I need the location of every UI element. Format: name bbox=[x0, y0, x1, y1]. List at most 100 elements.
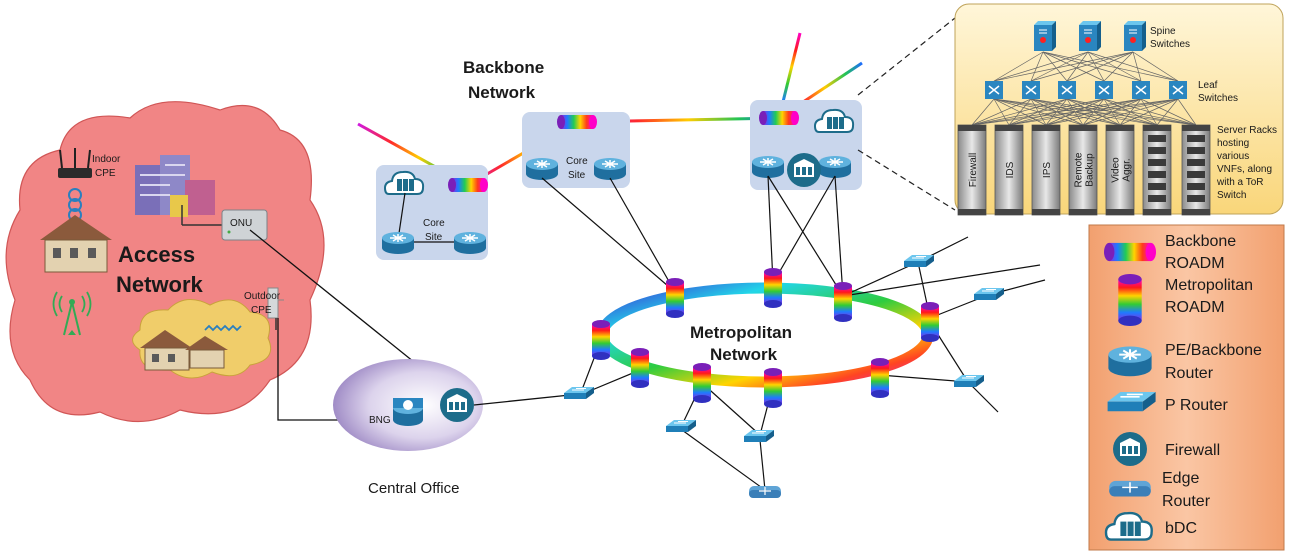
legend-label: Metropolitan bbox=[1165, 277, 1253, 294]
datacenter-inset: Spine Switches Leaf Switches Firewall IDS… bbox=[954, 3, 1284, 216]
central-office: BNG Central Office bbox=[333, 359, 483, 497]
onu-label: ONU bbox=[230, 218, 252, 229]
leaf-switches-label: Switches bbox=[1198, 93, 1238, 104]
mesh-link bbox=[1177, 98, 1197, 126]
core-site-middle: Core Site bbox=[522, 112, 630, 188]
legend-item-bdc: bDC bbox=[1104, 511, 1197, 541]
server-racks-label: with a ToR bbox=[1216, 177, 1264, 188]
mesh-link bbox=[993, 51, 1134, 82]
leaf-switch-icon bbox=[1168, 80, 1188, 100]
mesh-link bbox=[1132, 51, 1179, 82]
metropolitan-roadm-icon bbox=[921, 302, 939, 342]
legend-label: P Router bbox=[1165, 397, 1229, 414]
central-office-label: Central Office bbox=[368, 480, 459, 497]
edge-router-icon bbox=[1108, 480, 1152, 498]
server-racks-label: various bbox=[1217, 151, 1249, 162]
server-unit bbox=[1187, 135, 1205, 142]
legend-item-firewall: Firewall bbox=[1113, 432, 1220, 466]
pe-backbone-router-icon bbox=[381, 231, 415, 255]
mesh-link bbox=[1119, 98, 1179, 126]
leaf-rack-mesh bbox=[971, 98, 1197, 126]
edge-router-icon bbox=[748, 485, 782, 499]
mesh-link bbox=[1042, 51, 1105, 82]
rack-label: Aggr. bbox=[1122, 158, 1133, 181]
mesh-link bbox=[1082, 98, 1179, 126]
spine-leaf-mesh bbox=[993, 51, 1179, 82]
server-unit bbox=[1148, 135, 1166, 142]
mesh-link bbox=[1030, 51, 1044, 82]
pe-backbone-router-icon bbox=[818, 155, 852, 179]
core-site-right bbox=[750, 100, 862, 190]
leaf-switch-icon bbox=[1094, 80, 1114, 100]
outdoor-cpe-icon bbox=[204, 287, 284, 332]
leaf-switch-icon bbox=[1057, 80, 1077, 100]
outdoor-cpe-label: Outdoor bbox=[244, 291, 281, 302]
metropolitan-roadm-icon bbox=[666, 278, 684, 318]
pe-backbone-router-icon bbox=[453, 231, 487, 255]
backbone-roadm-icon bbox=[557, 115, 597, 129]
metropolitan-network: Metropolitan Network bbox=[563, 236, 1046, 499]
mesh-link bbox=[1008, 98, 1179, 126]
server-racks-label: Server Racks bbox=[1217, 125, 1277, 136]
metropolitan-roadm-icon bbox=[693, 363, 711, 403]
legend-label: Router bbox=[1165, 365, 1214, 382]
bng-label: BNG bbox=[369, 415, 391, 426]
rack-label: Firewall bbox=[968, 153, 979, 187]
p-router-icon bbox=[953, 374, 985, 388]
indoor-cpe-label: Indoor bbox=[92, 154, 121, 165]
access-network-region: Indoor CPE ONU Access Network bbox=[5, 101, 325, 423]
house-icon bbox=[140, 330, 228, 371]
legend-label: ROADM bbox=[1165, 255, 1225, 272]
rack-label: IDS bbox=[1005, 161, 1016, 178]
legend-item-metropolitan-roadm: Metropolitan ROADM bbox=[1118, 274, 1253, 326]
access-network-title: Access bbox=[118, 242, 195, 267]
mesh-link bbox=[1132, 51, 1142, 82]
pe-backbone-router-icon bbox=[525, 157, 559, 181]
house-icon bbox=[40, 215, 112, 273]
mesh-link bbox=[971, 98, 1142, 126]
legend-item-backbone-roadm: Backbone ROADM bbox=[1104, 233, 1236, 272]
mesh-link bbox=[971, 98, 995, 126]
mesh-link bbox=[1156, 98, 1179, 126]
metropolitan-roadm-icon bbox=[631, 348, 649, 388]
core-site-left: Core Site bbox=[376, 165, 488, 260]
firewall-icon bbox=[1113, 432, 1147, 466]
legend-item-p-router: P Router bbox=[1106, 391, 1229, 414]
legend-label: Firewall bbox=[1165, 442, 1220, 459]
pe-backbone-router-icon bbox=[593, 157, 627, 181]
server-unit bbox=[1148, 195, 1166, 202]
co-to-metro-link bbox=[473, 394, 571, 406]
mesh-link bbox=[993, 51, 1044, 82]
metropolitan-roadm-icon bbox=[834, 282, 852, 322]
leaf-switch-icon bbox=[1021, 80, 1041, 100]
spine-switch-icon bbox=[1033, 20, 1057, 52]
core-site-label: Site bbox=[568, 170, 586, 181]
firewall-icon bbox=[787, 153, 821, 187]
metropolitan-network-title: Metropolitan bbox=[690, 323, 792, 342]
spine-switches-label: Switches bbox=[1150, 39, 1190, 50]
mesh-link bbox=[1030, 51, 1134, 82]
mesh-link bbox=[1030, 51, 1089, 82]
backbone-roadm-icon bbox=[759, 111, 799, 125]
bng-router-icon bbox=[393, 398, 423, 426]
mesh-link bbox=[1103, 51, 1134, 82]
mesh-link bbox=[1066, 51, 1134, 82]
mesh-link bbox=[1087, 51, 1142, 82]
mesh-link bbox=[1042, 51, 1179, 82]
p-router-icon bbox=[563, 386, 595, 400]
mesh-link bbox=[971, 98, 1105, 126]
server-racks-label: hosting bbox=[1217, 138, 1249, 149]
metropolitan-network-title: Network bbox=[710, 345, 778, 364]
server-unit bbox=[1148, 183, 1166, 190]
mesh-link bbox=[1045, 98, 1179, 126]
legend-label: PE/Backbone bbox=[1165, 342, 1262, 359]
pe-backbone-router-icon bbox=[751, 155, 785, 179]
p-router-icon bbox=[743, 429, 775, 443]
mesh-link bbox=[971, 98, 1179, 126]
core-site-label: Core bbox=[423, 218, 445, 229]
spine-switches-label: Spine bbox=[1150, 26, 1176, 37]
pe-backbone-router-icon bbox=[1107, 345, 1153, 378]
metropolitan-roadm-icon bbox=[764, 368, 782, 408]
leaf-switches-label: Leaf bbox=[1198, 80, 1218, 91]
rack-label: Backup bbox=[1085, 153, 1096, 187]
